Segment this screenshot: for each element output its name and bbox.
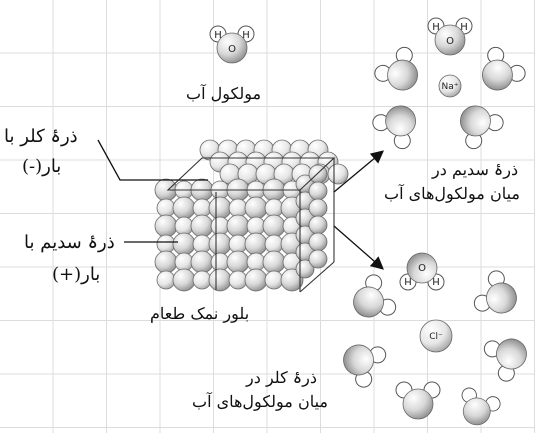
crystal-ion-sphere: [246, 216, 266, 236]
oxygen-atom: [385, 105, 416, 137]
sodium-in-water-label-line1: ذرۂ سدیم در: [432, 160, 519, 179]
oxygen-symbol: O: [228, 44, 236, 55]
crystal-ion-sphere: [156, 234, 176, 254]
crystal-ion-sphere: [308, 232, 328, 252]
crystal-ion-sphere: [174, 216, 194, 236]
crystal-ion-sphere: [172, 232, 196, 256]
arrow-to-sodium-solution: [333, 150, 384, 193]
crystal-ion-sphere: [262, 250, 286, 274]
crystal-ion-sphere: [192, 234, 212, 254]
crystal-ion-sphere: [192, 270, 212, 290]
water-molecule: [353, 274, 397, 318]
water-molecule: [343, 344, 387, 388]
crystal-ion-sphere: [174, 252, 194, 272]
crystal-ion-sphere: [228, 234, 248, 254]
water-molecule: H HO: [399, 252, 445, 291]
oxygen-symbol: O: [446, 36, 454, 47]
water-molecule: [482, 46, 526, 91]
water-molecule: [473, 270, 517, 314]
chlorine-in-water-label-line2: میان مولکول‌های آب: [192, 392, 328, 411]
crystal-ion-sphere: [210, 252, 230, 272]
crystal-ion-sphere: [172, 268, 196, 292]
chlorine-leader-line: [97, 139, 208, 181]
crystal-ion-sphere: [190, 214, 214, 238]
crystal-ion-sphere: [264, 234, 284, 254]
crystal-ion-sphere: [190, 250, 214, 274]
sodium-charge-label-line2: بار(+): [52, 264, 101, 285]
water-molecule: [483, 338, 527, 382]
crystal-ion-sphere: [244, 196, 268, 220]
crystal-cube-outline: [166, 157, 336, 293]
oxygen-atom: [216, 32, 248, 64]
chloride-ion: [419, 319, 453, 353]
oxygen-atom: [402, 388, 434, 420]
water-molecule: [374, 46, 418, 91]
hydrogen-symbol: H: [432, 275, 440, 286]
crystal-ion-sphere: [308, 249, 328, 269]
arrow-to-chlorine-solution: [333, 225, 384, 270]
oxygen-atom: [462, 397, 491, 426]
crystal-ion-sphere: [208, 268, 232, 292]
crystal-ion-sphere: [308, 181, 328, 201]
crystal-ion-sphere: [308, 198, 328, 218]
chlorine-charge-label-line2: بار(-): [22, 156, 62, 177]
hydrogen-symbol: H: [404, 275, 412, 286]
oxygen-atom: [406, 252, 438, 284]
sodium-in-water-label-line2: میان مولکول‌های آب: [384, 184, 520, 203]
chlorine-charge-label-line1: ذرۂ کلر با: [4, 126, 78, 147]
oxygen-atom: [434, 24, 466, 56]
oxygen-atom: [486, 282, 517, 314]
crystal-ion-sphere: [246, 252, 266, 272]
hydrogen-symbol: H: [432, 22, 440, 33]
salt-crystal-label: بلور نمک طعام: [150, 304, 250, 323]
crystal-ion-sphere: [327, 163, 349, 185]
crystal-ion-sphere: [264, 198, 284, 218]
oxygen-atom: [496, 338, 527, 370]
water-molecule: H HO: [427, 17, 473, 56]
oxygen-atom: [460, 105, 491, 137]
sodium-charge-label-line1: ذرۂ سدیم با: [24, 232, 115, 253]
water-molecule: [395, 381, 441, 420]
salt-crystal-lattice: [154, 139, 349, 292]
sodium-ion-symbol: Na⁺: [442, 82, 459, 92]
oxygen-symbol: O: [418, 261, 426, 272]
crystal-ion-sphere: [156, 270, 176, 290]
crystal-ion-sphere: [244, 232, 268, 256]
crystal-ion-sphere: [226, 214, 250, 238]
crystal-ion-sphere: [208, 232, 232, 256]
hydrogen-symbol: H: [460, 22, 468, 33]
water-molecule: [372, 105, 416, 150]
crystal-ion-sphere: [156, 198, 176, 218]
crystal-ion-sphere: [244, 268, 268, 292]
leader-lines: [97, 139, 384, 270]
oxygen-atom: [482, 59, 513, 91]
crystal-ion-sphere: [154, 250, 178, 274]
oxygen-atom: [353, 286, 384, 318]
crystal-ion-sphere: [226, 250, 250, 274]
crystal-ion-sphere: [228, 270, 248, 290]
hydrogen-symbol: H: [242, 30, 250, 41]
crystal-ion-sphere: [210, 216, 230, 236]
chloride-ion-symbol: Cl⁻: [429, 332, 443, 342]
ions: Na⁺ Cl⁻: [419, 74, 462, 353]
crystal-ion-sphere: [154, 214, 178, 238]
oxygen-atom: [387, 59, 418, 91]
crystal-ion-sphere: [262, 214, 286, 238]
water-molecule: H HO: [209, 25, 255, 64]
crystal-ion-sphere: [208, 196, 232, 220]
chlorine-in-water-label-line1: ذرۂ کلر در: [246, 368, 317, 387]
crystal-ion-sphere: [264, 270, 284, 290]
sodium-ion: [438, 74, 462, 98]
water-molecule: [460, 105, 504, 150]
water-molecule-label: مولکول آب: [186, 84, 262, 103]
crystal-ion-sphere: [228, 198, 248, 218]
crystal-ion-sphere: [172, 196, 196, 220]
crystal-ion-sphere: [192, 198, 212, 218]
crystal-ion-sphere: [308, 215, 328, 235]
hydrogen-symbol: H: [214, 30, 222, 41]
oxygen-atom: [343, 344, 374, 376]
water-molecule: [461, 387, 501, 426]
